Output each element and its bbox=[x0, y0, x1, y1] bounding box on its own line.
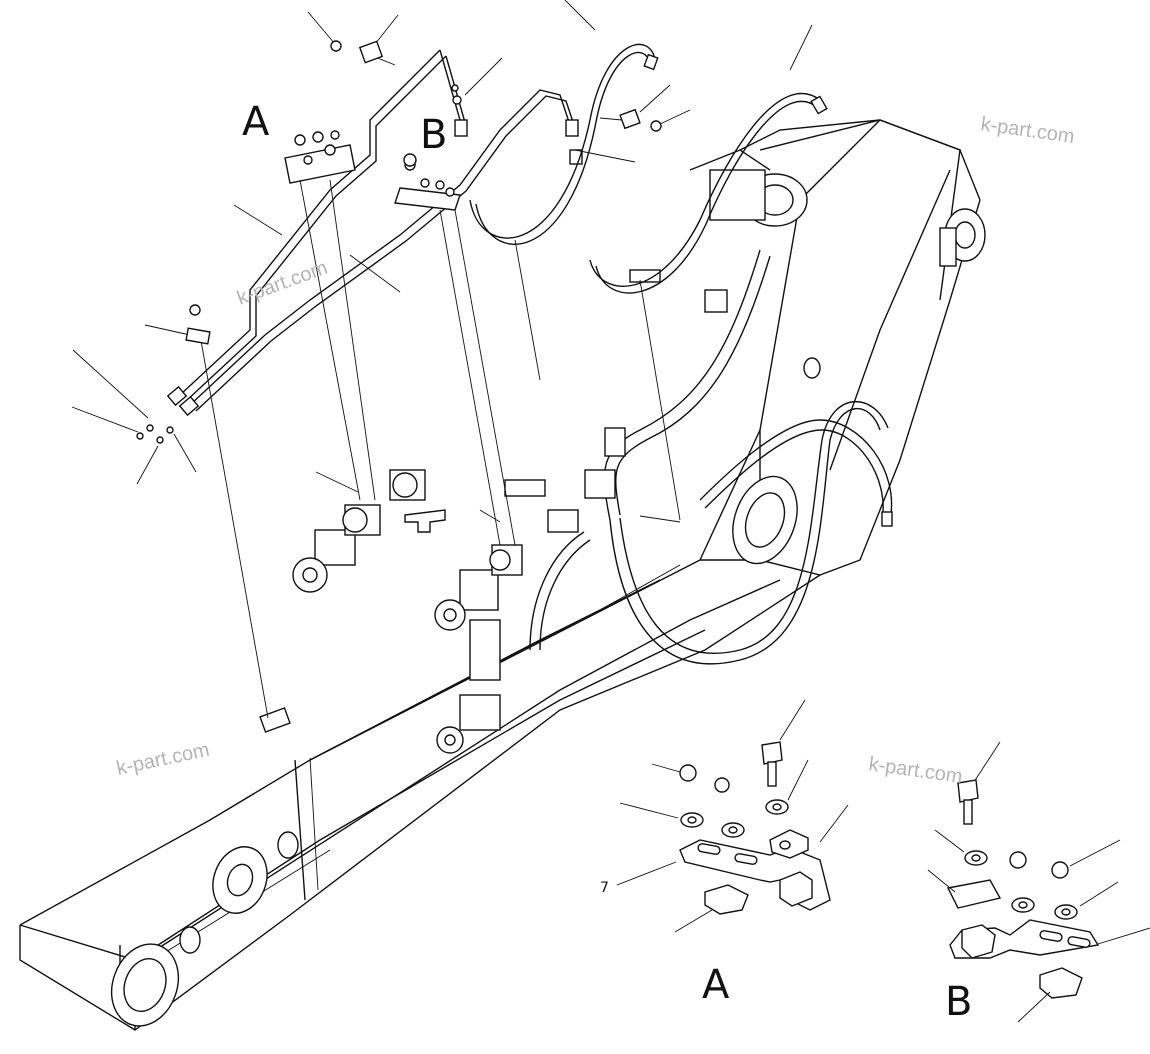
callout-7: 7 bbox=[600, 880, 609, 896]
detail-a bbox=[616, 699, 849, 933]
detail-b bbox=[927, 741, 1150, 1023]
hoses bbox=[469, 43, 893, 665]
watermark-1: k-part.com bbox=[979, 113, 1076, 148]
fitting-2 bbox=[434, 427, 626, 754]
small-hardware bbox=[136, 40, 662, 444]
boom-clip bbox=[259, 707, 291, 733]
pipe-clamp-b bbox=[394, 159, 461, 211]
watermark-3: k-part.com bbox=[114, 739, 211, 780]
boom-nose-pin bbox=[110, 831, 299, 1027]
fitting-1 bbox=[292, 469, 446, 593]
watermark-2: k-part.com bbox=[234, 257, 330, 310]
steel-pipes bbox=[166, 49, 583, 417]
detail-label-b: B bbox=[945, 979, 972, 1025]
view-label-b: B bbox=[420, 112, 447, 158]
boom-foot bbox=[629, 169, 986, 565]
pipe-clamp-a bbox=[284, 130, 356, 184]
view-label-a: A bbox=[242, 99, 270, 145]
detail-label-a: A bbox=[702, 962, 730, 1008]
watermark-4: k-part.com bbox=[867, 753, 964, 788]
